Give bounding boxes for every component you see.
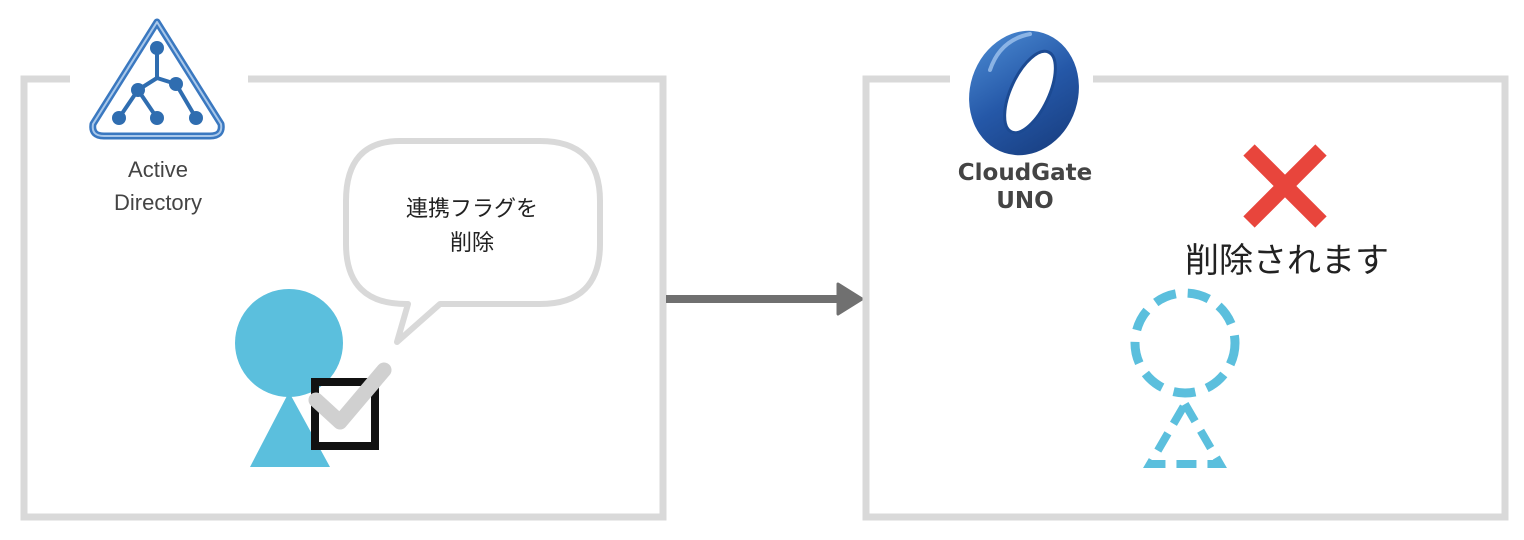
- user-icon: [235, 289, 343, 467]
- source-panel: Active Directory 連携フラグを 削除: [20, 18, 667, 521]
- bubble-text-line1: 連携フラグを: [406, 197, 538, 222]
- deletion-status-text: 削除されます: [1185, 241, 1389, 281]
- active-directory-tree-icon: [89, 18, 225, 140]
- cloudgate-ring-icon: [969, 30, 1079, 156]
- dashed-user-icon: [1130, 288, 1240, 468]
- sync-arrow: [666, 282, 864, 316]
- bubble-text-line2: 削除: [450, 231, 494, 256]
- cross-icon: [1243, 144, 1327, 228]
- cloudgate-logo-label-line1: CloudGate: [958, 160, 1092, 186]
- cloudgate-logo-label-line2: UNO: [996, 188, 1053, 214]
- speech-bubble: 連携フラグを 削除: [343, 138, 603, 345]
- checkbox-checked-icon: [308, 362, 392, 450]
- target-panel: CloudGate UNO 削除されます: [862, 30, 1509, 521]
- target-panel-frame: [862, 75, 1509, 521]
- source-panel-frame: [20, 75, 667, 521]
- ad-logo-label-line1: Active: [128, 157, 188, 182]
- ad-logo-label-line2: Directory: [114, 190, 202, 215]
